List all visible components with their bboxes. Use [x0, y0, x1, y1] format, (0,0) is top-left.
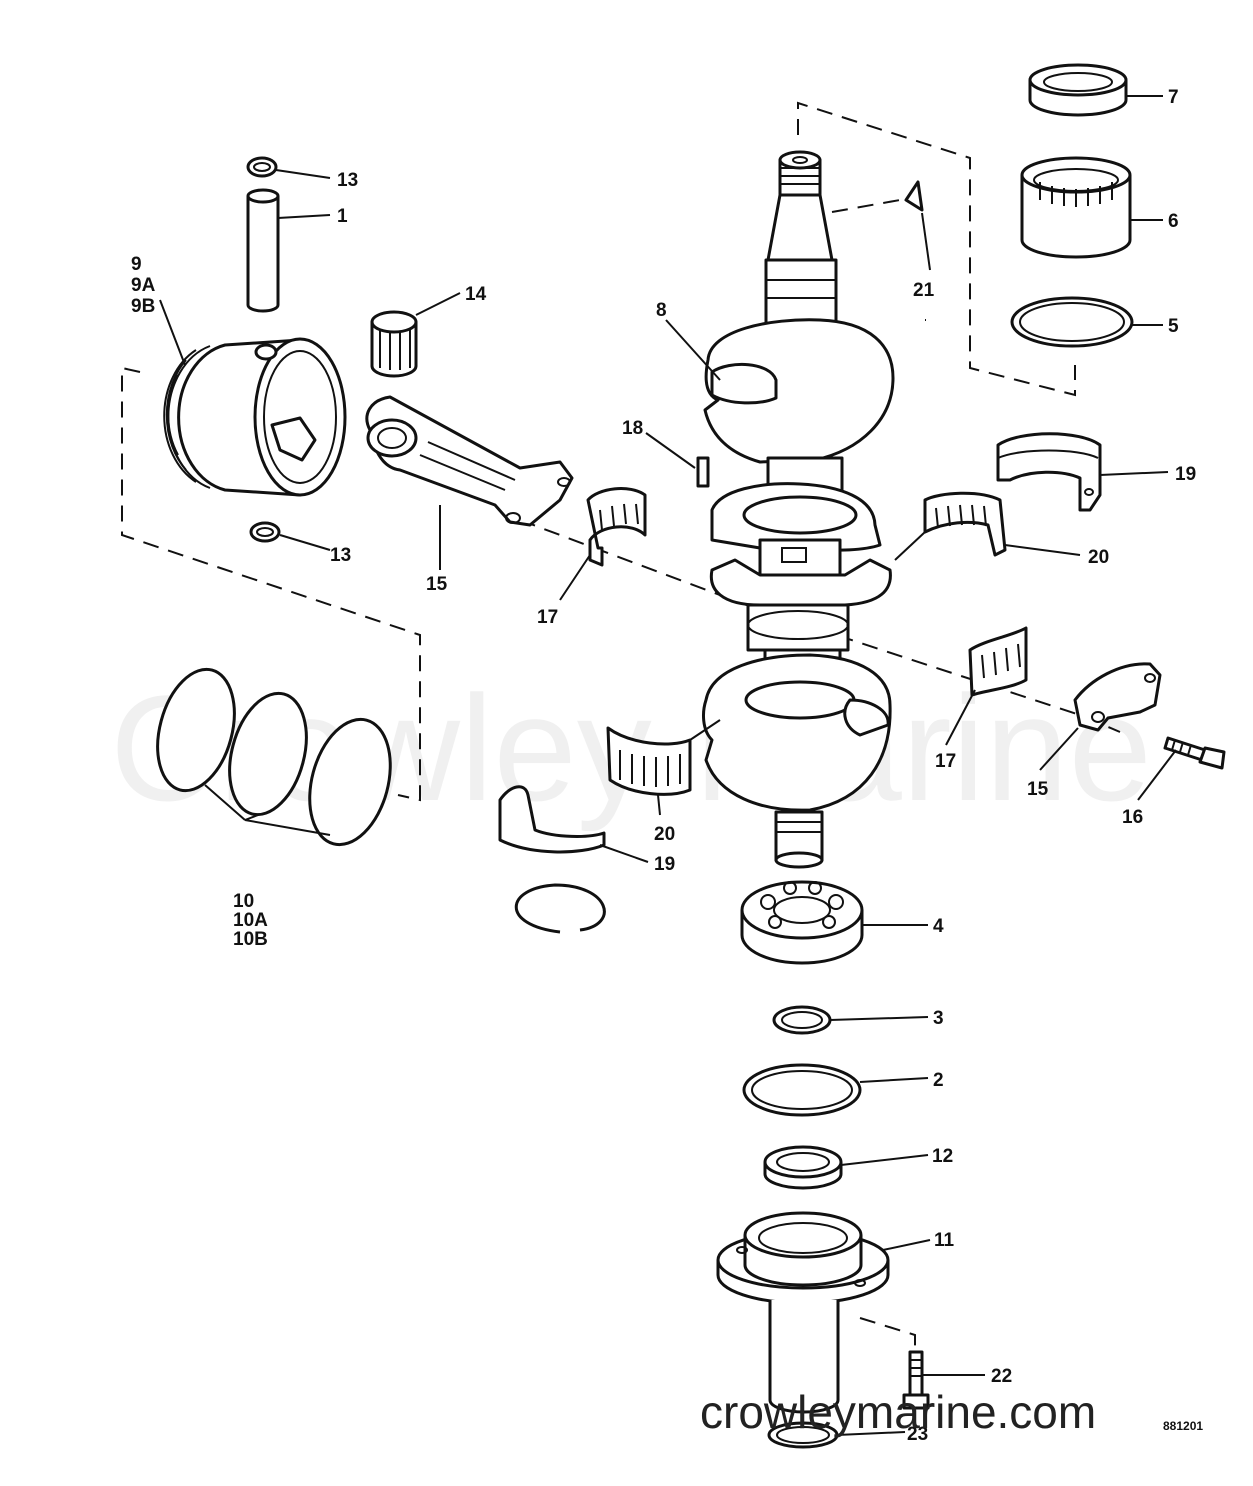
- label-1: 1: [337, 206, 348, 227]
- part-2-o-ring: [742, 1063, 862, 1117]
- label-18: 18: [622, 418, 643, 439]
- part-18-dowel-pin: [696, 456, 710, 488]
- label-4: 4: [933, 916, 944, 937]
- label-23: 23: [907, 1424, 928, 1445]
- label-13-top: 13: [337, 170, 358, 191]
- label-10b: 10B: [233, 929, 268, 950]
- label-9b: 9B: [131, 296, 155, 317]
- part-13-retainer-top: [246, 156, 278, 178]
- label-17-right: 17: [935, 751, 956, 772]
- label-2: 2: [933, 1070, 944, 1091]
- label-6: 6: [1168, 211, 1179, 232]
- dashed-assembly-lines: [121, 101, 1121, 1350]
- label-3: 3: [933, 1008, 944, 1029]
- part-16-screw: [1163, 736, 1226, 770]
- label-8: 8: [656, 300, 667, 321]
- label-5: 5: [1168, 316, 1179, 337]
- label-10: 10: [233, 891, 254, 912]
- leader-lines: [159, 95, 1177, 1436]
- label-19-right: 19: [1175, 464, 1196, 485]
- label-10a: 10A: [233, 910, 268, 931]
- part-22-screw: [902, 1350, 930, 1410]
- part-7-seal: [1028, 63, 1128, 117]
- label-16: 16: [1122, 807, 1143, 828]
- part-17-bearing-cage-right: [968, 626, 1028, 697]
- label-9: 9: [131, 254, 142, 275]
- part-20-bearing-cage-left: [606, 726, 692, 796]
- part-9-piston: [163, 337, 347, 497]
- label-17-left: 17: [537, 607, 558, 628]
- label-11: 11: [934, 1230, 955, 1251]
- label-9a: 9A: [131, 275, 156, 296]
- site-url: crowleymarine.com: [700, 1386, 1096, 1438]
- part-15-rod-cap: [1073, 662, 1162, 732]
- part-21-woodruff-key: [904, 180, 924, 212]
- part-3-retaining-ring: [772, 1005, 832, 1035]
- part-15-connecting-rod: [365, 395, 574, 527]
- label-13-bottom: 13: [330, 545, 351, 566]
- part-17-bearing-cage-left: [586, 487, 647, 567]
- part-14-needle-bearing: [370, 310, 418, 378]
- label-21: 21: [913, 280, 935, 301]
- part-19-bearing-race-right: [996, 432, 1102, 512]
- drawing-code: 881201: [1163, 1419, 1203, 1433]
- label-15-right: 15: [1027, 779, 1049, 800]
- part-13-retainer-bottom: [249, 521, 281, 543]
- label-19-left: 19: [654, 854, 675, 875]
- label-7: 7: [1168, 87, 1179, 108]
- retaining-ring-lower-left: [514, 883, 606, 934]
- label-20-right: 20: [1088, 547, 1109, 568]
- part-10-piston-rings: [156, 667, 392, 847]
- label-22: 22: [991, 1366, 1012, 1387]
- part-19-bearing-race-left: [498, 785, 606, 854]
- part-4-ball-bearing: [740, 880, 864, 965]
- part-20-bearing-cage-right: [923, 491, 1007, 557]
- part-6-needle-bearing: [1020, 156, 1132, 259]
- part-12-oil-seal: [763, 1145, 843, 1190]
- label-12: 12: [932, 1146, 953, 1167]
- part-5-o-ring: [1010, 296, 1134, 348]
- label-20-left: 20: [654, 824, 675, 845]
- part-11-bearing-housing: [716, 1211, 890, 1414]
- label-15-left: 15: [426, 574, 448, 595]
- part-1-piston-pin: [246, 188, 280, 313]
- crankshaft: [702, 150, 895, 869]
- callout-labels: 7 6 5 21 8 13 1 9 9A 9B 14 18 19 20 13 1…: [131, 87, 1196, 1445]
- label-14: 14: [465, 284, 487, 305]
